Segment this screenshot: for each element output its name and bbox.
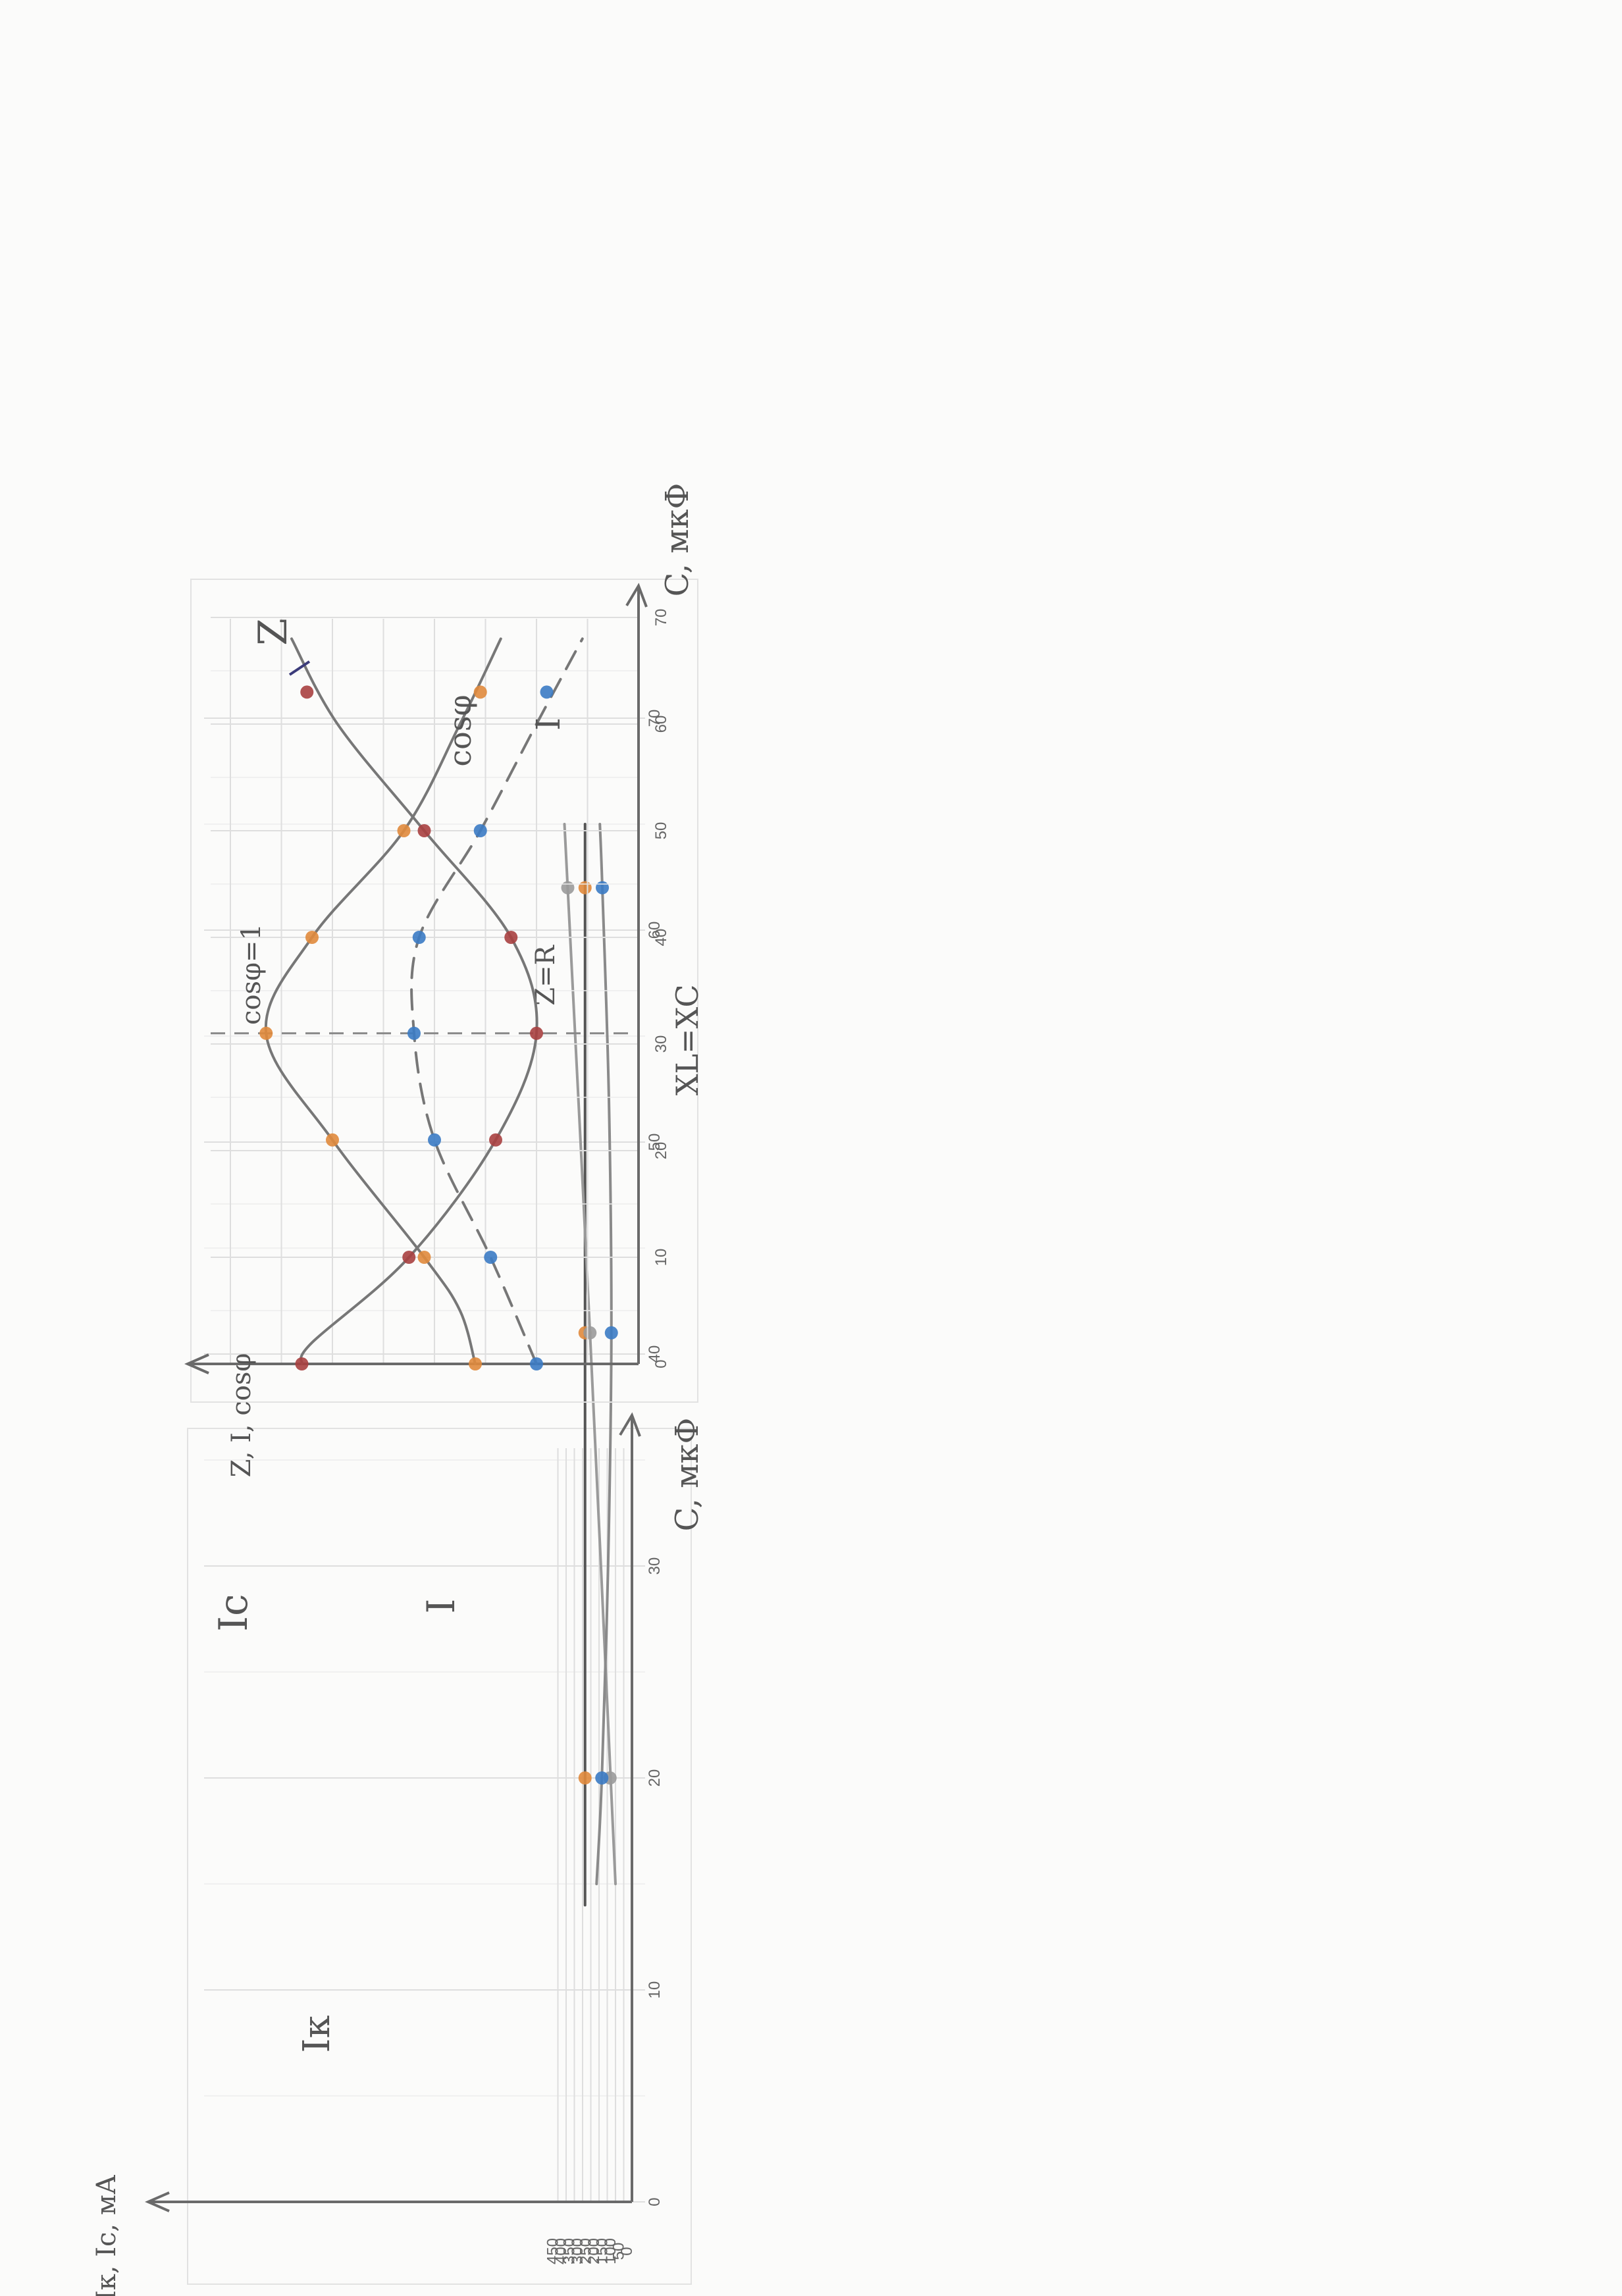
data-point-iк [578,881,592,895]
series-line-z [290,637,538,1365]
x-tick-label: 0 [646,2197,664,2206]
data-point-i [412,931,426,944]
y-tick-label: 450 [544,2238,562,2264]
data-point-cosφ [326,1133,339,1147]
x-axis-label: C, мкФ [659,483,696,597]
series-i [407,637,584,1370]
y-tick-label: 50 [610,2243,628,2260]
data-point-cosφ [305,931,319,944]
data-point-z [417,824,431,837]
data-point-cosφ [397,824,411,837]
y-tick-label: 100 [602,2238,619,2264]
x-axis-arrow [619,1412,641,1437]
y-axis-label: I, Iк, Ic, мА [92,2175,122,2296]
x-tick-label: 70 [646,710,664,727]
data-point-z [402,1251,416,1264]
x-tick-label: 20 [646,1769,664,1787]
series-label-iк: Iк [296,2015,338,2052]
z-pointer-stroke [288,660,311,676]
data-point-z [489,1133,502,1147]
data-point-ic [583,1326,597,1340]
annotation-z-r: Z=R [531,944,561,1005]
data-point-z [300,685,314,699]
data-point-ic [561,881,575,895]
series-label-ic: Ic [211,1594,257,1631]
data-point-i [530,1357,543,1370]
y-tick-label: 150 [594,2238,612,2264]
data-point-i [428,1133,441,1147]
series-label-cosφ: cosφ [442,694,478,766]
data-point-i [540,685,554,699]
annotation-cosphi-1: cosφ=1 [236,924,267,1025]
x-tick-label: 60 [646,922,664,939]
y-tick-label: 350 [561,2238,579,2264]
data-point-i [473,824,487,837]
data-point-iк [578,1771,592,1785]
series-label-z: Z [250,618,296,646]
x-tick-label: 0 [652,1359,670,1368]
data-point-z [504,931,518,944]
x-tick-label: 70 [652,609,670,627]
resonance-label: XL=XC [669,984,705,1095]
data-point-cosφ [469,1357,482,1370]
series-label-i: I [529,718,567,731]
x-tick-label: 30 [646,1557,664,1575]
data-point-z [295,1357,309,1370]
x-axis-arrow [625,583,648,608]
chart-currents-vs-capacitance: 0102030405060700501001502002503003504004… [92,710,706,2296]
series-z [290,637,543,1370]
data-point-z [530,1026,543,1040]
data-point-i [596,881,609,895]
series-cosφ [259,637,502,1370]
x-tick-label: 40 [646,1345,664,1363]
data-point-cosφ [473,685,487,699]
data-point-i [595,1771,609,1785]
x-axis-label: C, мкФ [669,1418,706,1532]
chart-frame [190,579,698,1403]
y-axis-arrow [184,1353,209,1374]
data-point-i [604,1326,618,1340]
x-tick-label: 10 [652,1249,670,1266]
x-tick-label: 20 [652,1142,670,1160]
y-tick-label: 200 [585,2238,603,2264]
x-tick-label: 50 [652,822,670,840]
y-tick-label: 300 [569,2238,587,2264]
data-point-cosφ [259,1026,273,1040]
data-point-i [407,1026,421,1040]
series-label-i: I [419,1599,463,1614]
y-axis-arrow [145,2191,170,2212]
gridlines [204,718,645,2203]
chart-frame [187,1428,692,2285]
y-tick-label: 400 [552,2238,570,2264]
y-axis-label: Z, I, cosφ [226,1353,257,1478]
y-tick-label: 0 [618,2247,636,2255]
x-tick-label: 60 [652,716,670,733]
y-tick-label: 250 [577,2238,595,2264]
x-tick-label: 40 [652,929,670,947]
series-line-i [410,637,584,1365]
x-tick-label: 10 [646,1981,664,1999]
data-point-i [484,1251,498,1264]
x-tick-label: 50 [646,1134,664,1151]
series-line-cosφ [264,637,502,1365]
x-tick-label: 30 [652,1035,670,1053]
data-point-cosφ [417,1251,431,1264]
